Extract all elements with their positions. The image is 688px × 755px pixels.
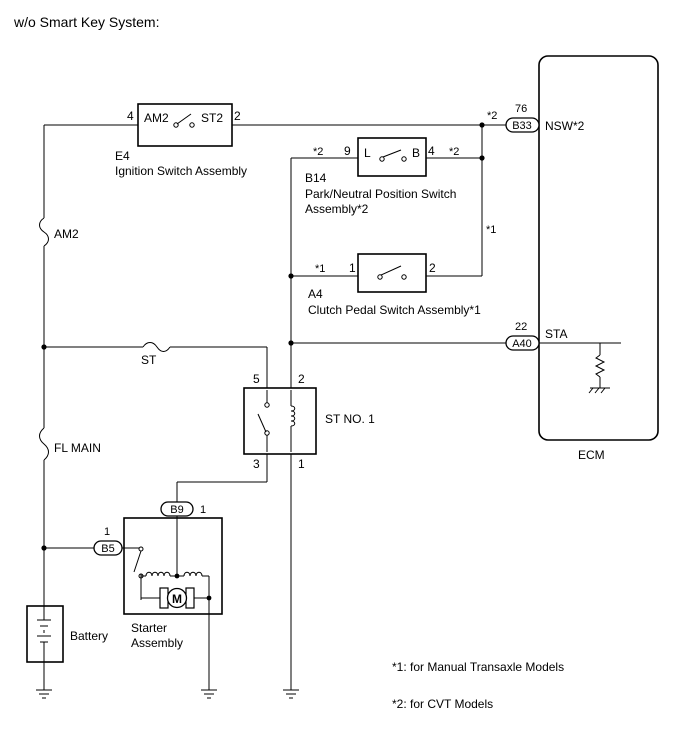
fuse-am2: AM2 [39, 217, 79, 247]
ignition-switch: AM2 ST2 4 2 E4 Ignition Switch Assembly [115, 103, 247, 178]
clutch-switch-pin-2: 2 [429, 261, 436, 275]
park-neutral-switch: L B 9 4 *2 *2 B14 Park/Neutral Position … [305, 137, 459, 216]
battery-label: Battery [70, 629, 108, 643]
relay-coil-icon [290, 390, 296, 452]
ground-battery-icon [36, 689, 52, 699]
clutch-switch-note: *1 [315, 263, 325, 275]
ecm-sta-terminal: STA [545, 327, 567, 341]
starter-b9-pin: 1 [200, 504, 206, 516]
battery-box [26, 605, 64, 663]
ecm-resistor-icon [539, 342, 621, 394]
ignition-contact-icon [173, 113, 195, 128]
ecm-connector-a40-label: A40 [512, 338, 532, 350]
ignition-switch-pin-2: 2 [234, 109, 241, 123]
clutch-switch-name: Clutch Pedal Switch Assembly*1 [308, 303, 481, 317]
ecm-connector-b33-label: B33 [512, 120, 532, 132]
pn-switch-pin-4: 4 [428, 144, 435, 158]
fuse-fl-main-label: FL MAIN [54, 441, 101, 455]
vertical-bus-note: *1 [486, 224, 496, 236]
ecm-nsw-note: *2 [487, 110, 497, 122]
pn-switch-note-right: *2 [449, 146, 459, 158]
fuse-fl-main-icon [39, 427, 49, 461]
ecm-nsw-pin: 76 [515, 103, 527, 115]
pn-switch-name-2: Assembly*2 [305, 202, 369, 216]
pn-switch-code: B14 [305, 171, 327, 185]
pn-contact-icon [379, 149, 407, 162]
ecm-box [538, 55, 659, 441]
starter-connector-b9-label: B9 [170, 504, 183, 516]
starter-b5-pin: 1 [104, 526, 110, 538]
ecm-sta-pin: 22 [515, 321, 527, 333]
starter-connector-b5 [93, 540, 123, 556]
motor-symbol: M [172, 592, 182, 606]
ground-starter-icon [201, 689, 217, 699]
relay-pin-1: 1 [298, 457, 305, 471]
starter-name-1: Starter [131, 621, 167, 635]
relay-box [243, 387, 317, 455]
ignition-switch-name: Ignition Switch Assembly [115, 164, 247, 178]
pn-switch-pin-9: 9 [344, 144, 351, 158]
pn-switch-l-label: L [364, 146, 371, 160]
relay-name: ST NO. 1 [325, 412, 375, 426]
starter-internal-icon [124, 516, 212, 609]
fuse-am2-label: AM2 [54, 227, 79, 241]
relay-pin-5: 5 [253, 372, 260, 386]
ignition-switch-am2-label: AM2 [144, 111, 169, 125]
starter-connector-b5-label: B5 [101, 543, 114, 555]
fuse-st: ST [141, 342, 171, 367]
starter-name-2: Assembly [131, 636, 183, 650]
clutch-switch-pin-1: 1 [349, 261, 356, 275]
relay-contact-icon [257, 390, 270, 452]
clutch-switch-box [357, 253, 427, 293]
note-cvt: *2: for CVT Models [392, 697, 493, 711]
ecm-label: ECM [578, 448, 605, 462]
note-manual-transaxle: *1: for Manual Transaxle Models [392, 660, 564, 674]
ground-relay-icon [283, 689, 299, 699]
clutch-contact-icon [377, 265, 407, 280]
pn-switch-name-1: Park/Neutral Position Switch [305, 187, 456, 201]
junction-dots [41, 122, 485, 551]
fuse-am2-icon [39, 217, 49, 247]
pn-switch-b-label: B [412, 146, 420, 160]
ecm-nsw-terminal: NSW*2 [545, 119, 585, 133]
motor-icon [166, 587, 188, 609]
relay-st-no1: 5 2 3 1 ST NO. 1 [243, 372, 375, 471]
battery-cell-icon [37, 606, 51, 662]
clutch-switch-code: A4 [308, 287, 323, 301]
starter-assembly: B9 1 B5 1 M [93, 501, 223, 690]
fuse-fl-main: FL MAIN [39, 427, 101, 461]
relay-pin-3: 3 [253, 457, 260, 471]
relay-pin-2: 2 [298, 372, 305, 386]
pn-switch-note-left: *2 [313, 146, 323, 158]
ignition-switch-st2-label: ST2 [201, 111, 223, 125]
ignition-switch-box [137, 103, 233, 147]
ecm: ECM B33 76 *2 NSW*2 A40 22 STA [487, 55, 659, 462]
ignition-switch-code: E4 [115, 149, 130, 163]
fuse-st-icon [142, 342, 171, 352]
fuse-st-label: ST [141, 353, 157, 367]
diagram-title: w/o Smart Key System: [13, 14, 159, 30]
battery: Battery [26, 605, 108, 690]
pn-switch-box [357, 137, 427, 177]
ignition-switch-pin-4: 4 [127, 109, 134, 123]
wires [43, 124, 506, 690]
clutch-switch: 1 2 *1 A4 Clutch Pedal Switch Assembly*1 [308, 253, 481, 317]
